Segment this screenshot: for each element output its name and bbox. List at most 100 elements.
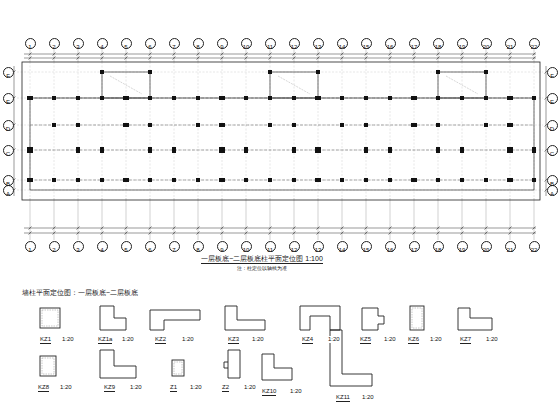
column	[460, 147, 464, 153]
stair-core	[270, 72, 318, 98]
dimension-tick	[125, 232, 128, 235]
dimension-tick	[53, 227, 56, 230]
axis-bubble: 15	[361, 241, 372, 252]
column-mark: KZ1a	[98, 336, 112, 344]
axis-line	[246, 49, 247, 62]
column	[411, 123, 417, 127]
column	[532, 147, 536, 153]
axis-bubble: 12	[289, 241, 300, 252]
axis-bubble: 8	[193, 38, 204, 49]
axis-number: 6	[148, 43, 151, 52]
axis-number: 16	[387, 246, 394, 255]
dimension-tick	[365, 227, 368, 230]
dimension-tick	[29, 57, 32, 60]
column	[364, 96, 368, 100]
axis-number: 5	[124, 246, 127, 255]
column	[76, 123, 80, 127]
dimension-tick	[533, 57, 536, 60]
dimension-tick	[149, 232, 152, 235]
axis-line	[54, 198, 55, 240]
axis-bubble: 22	[529, 241, 540, 252]
column-mark: KZ5	[360, 336, 371, 344]
dimension-tick	[317, 232, 320, 235]
column	[364, 178, 368, 182]
column-section	[100, 350, 136, 378]
dimension-tick	[461, 232, 464, 235]
axis-number: 9	[220, 43, 223, 52]
column-section	[224, 350, 240, 378]
dimension-tick	[149, 57, 152, 60]
column	[148, 70, 152, 74]
column	[460, 96, 464, 100]
axis-bubble: F	[547, 67, 558, 78]
axis-line	[510, 62, 511, 198]
axis-line	[534, 198, 535, 240]
axis-number: 11	[267, 246, 273, 255]
axis-bubble: F	[3, 67, 14, 78]
dimension-tick	[509, 57, 512, 60]
column	[123, 178, 129, 182]
axis-number: 11	[267, 43, 273, 52]
dimension-tick	[197, 57, 200, 60]
column	[507, 96, 513, 100]
dimension-tick	[269, 53, 272, 56]
dimension-tick	[245, 232, 248, 235]
axis-number: 13	[315, 43, 322, 52]
axis-bubble: 12	[289, 38, 300, 49]
dimension-tick	[221, 227, 224, 230]
axis-bubble: 2	[49, 38, 60, 49]
axis-bubble: D	[3, 120, 14, 131]
axis-number: 9	[220, 246, 223, 255]
dimension-tick	[317, 53, 320, 56]
scale: 1:20	[130, 384, 142, 391]
rebar-line	[412, 308, 422, 328]
column	[484, 70, 488, 74]
axis-number: 12	[291, 246, 298, 255]
axis-bubble: 2	[49, 241, 60, 252]
axis-number: A	[6, 190, 10, 199]
axis-number: F	[6, 72, 10, 81]
axis-line	[510, 198, 511, 240]
column	[268, 70, 272, 74]
column	[364, 147, 368, 153]
column-section	[40, 356, 56, 376]
column	[196, 96, 200, 100]
dimension-tick	[149, 227, 152, 230]
column	[315, 147, 321, 153]
dimension-tick	[437, 227, 440, 230]
axis-line	[174, 62, 175, 198]
column	[436, 178, 440, 182]
axis-line	[54, 49, 55, 62]
dimension-tick	[389, 53, 392, 56]
column	[244, 96, 248, 100]
scale: 1:20	[384, 336, 396, 343]
plan-frame	[22, 62, 540, 200]
column	[411, 178, 417, 182]
scale: 1:20	[60, 384, 72, 391]
axis-line	[390, 62, 391, 198]
stair-core	[102, 72, 150, 98]
column	[196, 123, 200, 127]
axis-bubble: 15	[361, 38, 372, 49]
axis-line	[246, 62, 247, 198]
dimension-tick	[53, 57, 56, 60]
axis-line	[366, 49, 367, 62]
column	[507, 123, 513, 127]
axis-bubble: 6	[145, 38, 156, 49]
dimension-tick	[221, 53, 224, 56]
dimension-tick	[173, 232, 176, 235]
axis-bubble: 7	[169, 241, 180, 252]
column	[436, 147, 440, 153]
section-heading: 墙柱平面定位图：一层板底~二层板底	[22, 289, 138, 297]
dimension-tick	[461, 53, 464, 56]
column	[123, 123, 129, 127]
axis-number: 4	[100, 43, 103, 52]
dimension-tick	[317, 57, 320, 60]
axis-line	[294, 198, 295, 240]
rebar-line	[42, 310, 58, 326]
axis-line	[414, 49, 415, 62]
axis-bubble: 16	[385, 38, 396, 49]
column-section	[262, 354, 292, 380]
column-mark: KZ9	[104, 384, 115, 392]
column	[196, 178, 200, 182]
